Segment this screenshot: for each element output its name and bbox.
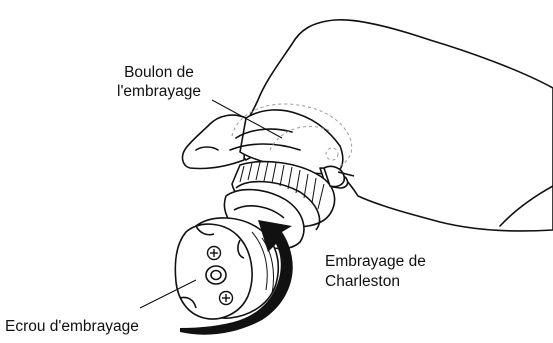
label-clutch-bolt-line2: l'embrayage: [117, 83, 201, 100]
label-hihat-clutch-line1: Embrayage de: [325, 253, 426, 270]
label-clutch-nut: Ecrou d'embrayage: [5, 318, 139, 335]
label-hihat-clutch-line2: Charleston: [325, 273, 400, 290]
phillips-screw-icon: [220, 292, 233, 305]
phillips-screw-icon: [208, 247, 221, 260]
label-clutch-bolt-line1: Boulon de: [124, 64, 194, 81]
